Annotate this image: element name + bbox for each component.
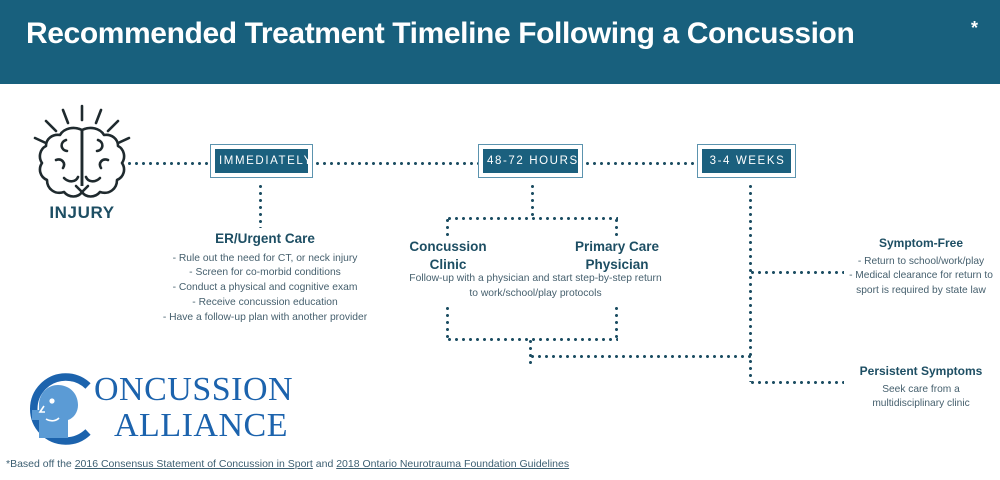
connector-providers-rejoin (446, 338, 618, 341)
stage-badge-immediately-label: IMMEDIATELY (215, 149, 311, 173)
connector-pcp-down (615, 305, 618, 340)
page-header: Recommended Treatment Timeline Following… (0, 0, 1000, 84)
injury-label: INJURY (49, 203, 115, 222)
stage-badge-48-72-hours-label: 48-72 HOURS (483, 149, 578, 173)
footnote-prefix: *Based off the (6, 458, 75, 470)
symptom-free-block: Symptom-Free - Return to school/work/pla… (845, 236, 997, 299)
persistent-symptoms-block: Persistent Symptoms Seek care from a mul… (845, 364, 997, 412)
page-title: Recommended Treatment Timeline Following… (26, 17, 855, 50)
symptom-free-title: Symptom-Free (878, 236, 964, 250)
er-urgent-care-title: ER/Urgent Care (215, 231, 315, 246)
stage-badge-3-4-weeks[interactable]: 3-4 WEEKS (697, 144, 796, 178)
connector-48h-to-3weeks (584, 162, 697, 165)
connector-48h-down (531, 183, 534, 218)
persistent-symptoms-body: Seek care from a multidisciplinary clini… (872, 383, 970, 410)
title-asterisk-icon: * (971, 18, 979, 38)
connector-to-symptom-free (749, 271, 844, 274)
logo-text-line2: ALLIANCE (114, 407, 288, 444)
stage-badge-3-4-weeks-label: 3-4 WEEKS (702, 149, 791, 173)
footnote-link-2016-consensus[interactable]: 2016 Consensus Statement of Concussion i… (74, 458, 313, 470)
stage-badge-immediately[interactable]: IMMEDIATELY (210, 144, 313, 178)
er-urgent-care-block: ER/Urgent Care - Rule out the need for C… (145, 230, 385, 326)
connector-brain-to-immediately (126, 162, 210, 165)
connector-immediately-to-48h (314, 162, 478, 165)
footnote: *Based off the 2016 Consensus Statement … (6, 458, 569, 470)
symptom-free-body: - Return to school/work/play- Medical cl… (849, 255, 993, 297)
concussion-alliance-logo: ONCUSSION ALLIANCE (22, 370, 302, 452)
brain-impact-icon (22, 100, 142, 220)
logo-text-line1: ONCUSSION (94, 371, 294, 408)
connector-rejoin-to-spine (529, 355, 751, 358)
connector-48h-split-horizontal (446, 217, 618, 220)
connector-clinic-down (446, 305, 449, 340)
persistent-symptoms-title: Persistent Symptoms (859, 364, 983, 378)
connector-3weeks-spine (749, 183, 752, 382)
connector-to-concussion-clinic (446, 217, 449, 238)
connector-immediately-down (259, 183, 262, 228)
footnote-middle: and (312, 458, 337, 470)
er-urgent-care-body: - Rule out the need for CT, or neck inju… (162, 252, 368, 324)
c-head-logo-icon (30, 373, 91, 445)
connector-to-primary-care (615, 217, 618, 238)
followup-instructions: Follow-up with a physician and start ste… (409, 273, 662, 299)
footnote-link-2018-ontario[interactable]: 2018 Ontario Neurotrauma Foundation Guid… (336, 458, 570, 470)
connector-rejoin-down (529, 338, 532, 366)
connector-to-persistent-symptoms (749, 381, 844, 384)
stage-badge-48-72-hours[interactable]: 48-72 HOURS (478, 144, 583, 178)
